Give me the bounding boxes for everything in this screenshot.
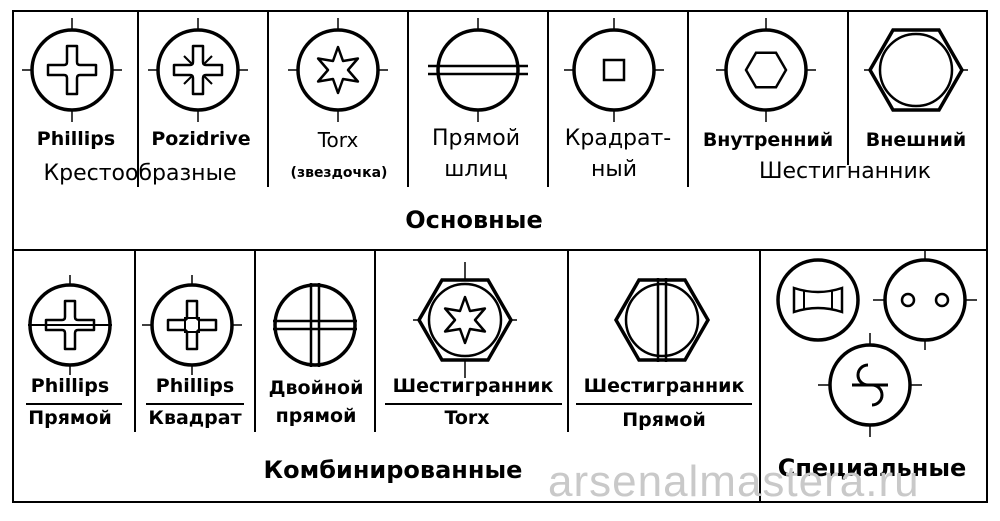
label-combo-5-top: Шестигранник — [583, 375, 745, 397]
label-combo-3-bottom: прямой — [275, 405, 357, 427]
spanner-head-icon — [776, 258, 860, 342]
section-title-combined: Комбинированные — [263, 456, 523, 484]
label-combo-5-bottom: Прямой — [622, 409, 706, 431]
label-square: Крадрат- — [564, 126, 672, 151]
tri-wing-head-icon — [818, 333, 922, 437]
label-pozidrive: Pozidrive — [151, 128, 251, 150]
double-slotted-head-icon — [273, 283, 357, 367]
group-label-hex: Шестигнанник — [758, 159, 932, 184]
external-hex-head-icon — [864, 28, 968, 112]
label-torx: Torx — [317, 128, 359, 152]
label-combo-4-top: Шестигранник — [392, 375, 554, 397]
label-combo-3-top: Двойной — [268, 377, 364, 399]
slotted-head-icon — [428, 18, 528, 122]
label-torx-sub: (звездочка) — [290, 165, 388, 181]
watermark: arsenalmastera.ru — [548, 457, 920, 506]
label-slotted: Прямой — [431, 126, 521, 151]
phillips-slotted-head-icon — [28, 275, 112, 375]
pozidrive-head-icon — [148, 18, 248, 122]
group-label-cross: Крестообразные — [43, 161, 237, 186]
section-title-main: Основные — [405, 206, 543, 234]
label-square-2: ный — [590, 157, 638, 182]
internal-hex-head-icon — [716, 18, 816, 122]
frame-lines — [12, 10, 988, 503]
label-hex-external: Внешний — [865, 129, 967, 151]
square-head-icon — [564, 18, 664, 122]
section-title-special: Специальные — [777, 454, 967, 482]
phillips-square-head-icon — [142, 275, 242, 375]
label-phillips: Phillips — [36, 128, 116, 150]
label-combo-2-bottom: Квадрат — [148, 407, 242, 429]
torx-head-icon — [288, 18, 388, 122]
two-hole-head-icon — [873, 250, 977, 350]
hex-slotted-head-icon — [613, 278, 711, 362]
hex-torx-head-icon — [413, 262, 517, 378]
label-combo-1-top: Phillips — [30, 375, 110, 397]
label-combo-4-bottom: Torx — [444, 407, 490, 429]
label-combo-1-bottom: Прямой — [28, 407, 112, 429]
label-slotted-2: шлиц — [444, 157, 508, 182]
phillips-head-icon — [22, 18, 122, 122]
label-hex-internal: Внутренний — [702, 129, 834, 151]
label-combo-2-top: Phillips — [155, 375, 235, 397]
